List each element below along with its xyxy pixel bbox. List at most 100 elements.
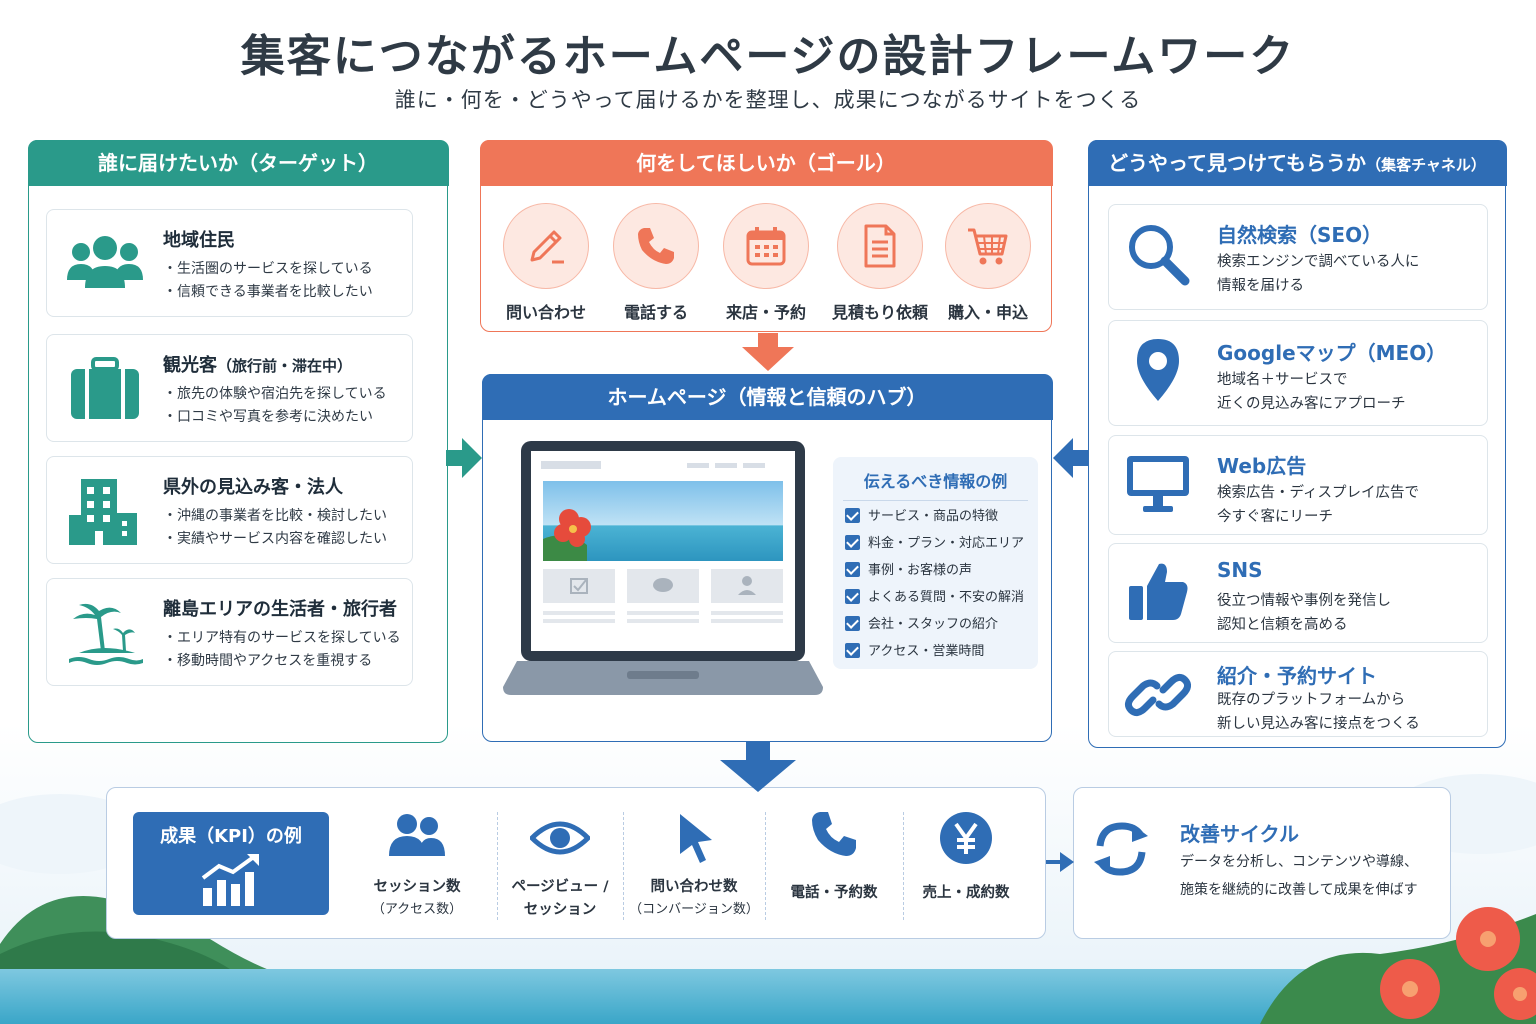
channel-name: 紹介・予約サイト: [1217, 664, 1377, 688]
target-point: ・旅先の体験や宿泊先を探している: [163, 386, 387, 402]
goal-item-inquiry: 問い合わせ: [491, 203, 601, 323]
target-card-islands: 離島エリアの生活者・旅行者 ・エリア特有のサービスを探している ・移動時間やアク…: [46, 578, 413, 686]
page-title: 集客につながるホームページの設計フレームワーク: [240, 31, 1296, 82]
channel-name: SNS: [1217, 558, 1263, 582]
thumbs-up-icon: [1129, 563, 1188, 620]
laptop-icon: [503, 441, 823, 695]
info-item: よくある質問・不安の解消: [845, 586, 1024, 605]
kpi-panel: 成果（KPI）の例 セッション数 （アクセス数） ページビュー / セッション …: [106, 787, 1046, 939]
island-icon: [69, 603, 143, 665]
link-icon: [1124, 673, 1192, 717]
kpi-item-sessions: セッション数 （アクセス数）: [347, 788, 487, 938]
channel-name: 自然検索（SEO）: [1217, 223, 1383, 247]
target-panel: 誰に届けたいか（ターゲット） 地域住民 ・生活圏のサービスを探している ・信頼で…: [27, 139, 449, 743]
info-item: 料金・プラン・対応エリア: [845, 532, 1024, 551]
kpi-label: ページビュー /: [511, 879, 609, 895]
target-name: 観光客（旅行前・滞在中）: [163, 355, 353, 376]
goal-item-call: 電話する: [601, 203, 711, 323]
goal-label: 見積もり依頼: [831, 303, 928, 322]
monitor-icon: [1127, 456, 1189, 512]
kpi-badge: 成果（KPI）の例: [133, 812, 329, 915]
kpi-sub: （アクセス数）: [371, 902, 463, 917]
channel-card-referral: 紹介・予約サイト 既存のプラットフォームから新しい見込み客に接点をつくる: [1108, 651, 1488, 737]
down-arrow-icon: [742, 333, 794, 371]
target-point: ・信頼できる事業者を比較したい: [163, 284, 373, 300]
channel-card-seo: 自然検索（SEO） 検索エンジンで調べている人に情報を届ける: [1108, 204, 1488, 310]
growth-chart-icon: [201, 854, 259, 906]
target-header: 誰に届けたいか（ターゲット）: [27, 139, 449, 186]
target-card-tourists: 観光客（旅行前・滞在中） ・旅先の体験や宿泊先を探している ・口コミや写真を参考…: [46, 334, 413, 442]
users-icon: [389, 814, 445, 856]
page-subtitle: 誰に・何を・どうやって届けるかを整理し、成果につながるサイトをつくる: [394, 88, 1142, 112]
hub-header: ホームページ（情報と信頼のハブ）: [481, 373, 1053, 420]
info-box: 伝えるべき情報の例 サービス・商品の特徴 料金・プラン・対応エリア 事例・お客様…: [833, 457, 1038, 669]
kpi-item-pageviews: ページビュー / セッション: [499, 788, 621, 938]
channel-card-sns: SNS 役立つ情報や事例を発信し認知と信頼を高める: [1108, 543, 1488, 643]
goal-item-estimate: 見積もり依頼: [825, 203, 935, 323]
hub-panel: ホームページ（情報と信頼のハブ） 伝えるべき情報の例 サービス・商品の特徴 料金…: [481, 373, 1053, 742]
phone-icon: [812, 812, 856, 856]
target-name: 離島エリアの生活者・旅行者: [163, 599, 397, 620]
checkbox-icon: [845, 508, 860, 523]
people-icon: [67, 236, 143, 288]
eye-icon: [530, 821, 590, 855]
checkbox-icon: [845, 643, 860, 658]
target-name: 地域住民: [163, 230, 235, 251]
info-item: サービス・商品の特徴: [845, 505, 998, 524]
channel-desc: 役立つ情報や事例を発信し認知と信頼を高める: [1217, 593, 1391, 633]
target-point: ・生活圏のサービスを探している: [163, 261, 373, 277]
checkbox-icon: [845, 562, 860, 577]
target-card-business: 県外の見込み客・法人 ・沖縄の事業者を比較・検討したい ・実績やサービス内容を確…: [46, 456, 413, 564]
target-point: ・移動時間やアクセスを重視する: [163, 653, 373, 669]
info-title: 伝えるべき情報の例: [863, 472, 1008, 491]
target-name: 県外の見込み客・法人: [163, 477, 343, 498]
suitcase-icon: [71, 357, 139, 419]
cursor-icon: [680, 814, 712, 863]
document-icon: [864, 224, 896, 268]
goal-panel: 何をしてほしいか（ゴール） 問い合わせ 電話する: [479, 139, 1053, 332]
channel-panel: どうやって見つけてもらうか（集客チャネル） 自然検索（SEO） 検索エンジンで調…: [1087, 139, 1507, 748]
checkbox-icon: [845, 535, 860, 550]
target-point: ・沖縄の事業者を比較・検討したい: [163, 508, 387, 524]
channel-name: Web広告: [1217, 454, 1307, 478]
kpi-label: セッション数: [373, 879, 461, 895]
channel-card-ads: Web広告 検索広告・ディスプレイ広告で今すぐ客にリーチ: [1108, 435, 1488, 535]
goal-label: 問い合わせ: [505, 303, 586, 322]
pencil-icon: [530, 230, 564, 264]
right-arrow-icon: [1046, 852, 1074, 872]
kpi-badge-title: 成果（KPI）の例: [160, 826, 302, 847]
channel-desc: 既存のプラットフォームから新しい見込み客に接点をつくる: [1217, 692, 1420, 732]
channel-name: Googleマップ（MEO）: [1217, 341, 1447, 365]
goal-label: 電話する: [623, 303, 688, 322]
goal-label: 来店・予約: [725, 303, 806, 322]
target-card-residents: 地域住民 ・生活圏のサービスを探している ・信頼できる事業者を比較したい: [46, 209, 413, 317]
target-point: ・実績やサービス内容を確認したい: [163, 531, 387, 547]
checkbox-icon: [845, 616, 860, 631]
channel-card-meo: Googleマップ（MEO） 地域名＋サービスで近くの見込み客にアプローチ: [1108, 320, 1488, 426]
channel-desc: 地域名＋サービスで近くの見込み客にアプローチ: [1217, 372, 1406, 412]
kpi-item-calls: 電話・予約数: [767, 788, 901, 938]
left-arrow-icon: [1053, 438, 1089, 478]
kpi-sub: セッション: [523, 902, 597, 918]
kpi-sub: （コンバージョン数）: [629, 902, 759, 917]
down-arrow-icon: [720, 742, 796, 792]
kpi-label: 電話・予約数: [790, 885, 878, 901]
calendar-icon: [746, 227, 786, 266]
channel-desc: 検索エンジンで調べている人に情報を届ける: [1217, 254, 1420, 294]
channel-desc: 検索広告・ディスプレイ広告で今すぐ客にリーチ: [1217, 485, 1419, 525]
search-icon: [1129, 225, 1190, 286]
info-item: 会社・スタッフの紹介: [845, 613, 998, 632]
kpi-label: 問い合わせ数: [650, 879, 738, 895]
cart-icon: [968, 228, 1008, 265]
goal-item-purchase: 購入・申込: [933, 203, 1043, 323]
info-item: 事例・お客様の声: [845, 559, 972, 578]
right-arrow-icon: [446, 438, 482, 478]
goal-label: 購入・申込: [947, 303, 1028, 322]
map-pin-icon: [1137, 339, 1179, 401]
target-point: ・口コミや写真を参考に決めたい: [163, 409, 373, 425]
kpi-item-sales: 売上・成約数: [905, 788, 1027, 938]
goal-item-reservation: 来店・予約: [711, 203, 821, 323]
target-point: ・エリア特有のサービスを探している: [163, 630, 401, 646]
yen-icon: [940, 812, 992, 864]
channel-header: どうやって見つけてもらうか（集客チャネル）: [1087, 139, 1507, 186]
